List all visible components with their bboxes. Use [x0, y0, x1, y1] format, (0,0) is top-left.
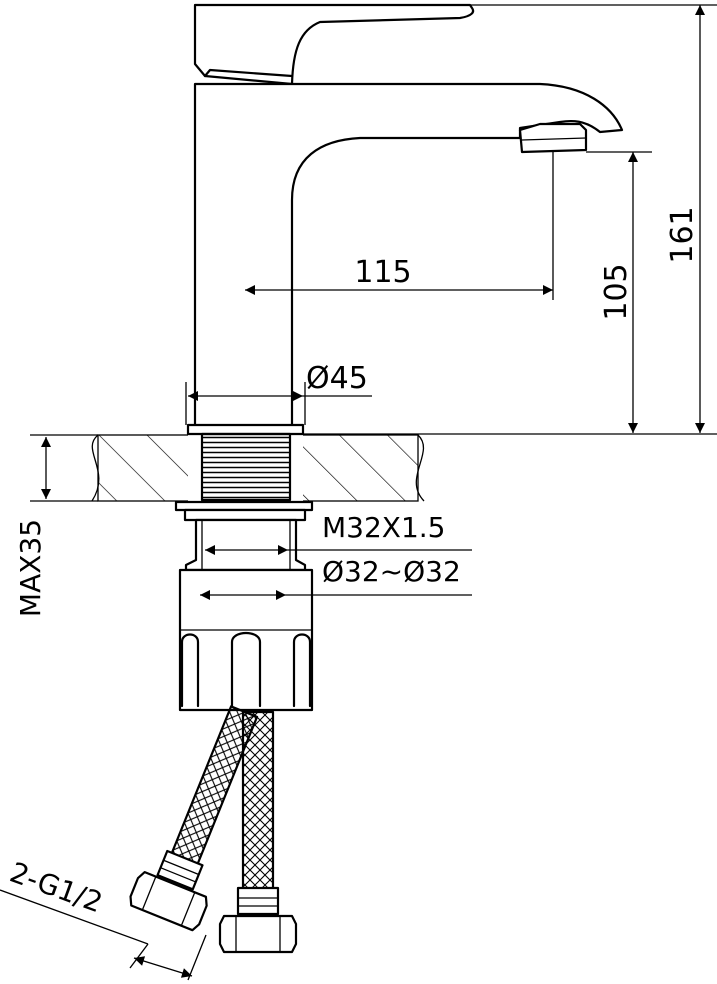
- dim-outlet-height: 105: [586, 151, 652, 433]
- dim-thread: M32X1.5: [205, 511, 472, 555]
- flexible-hoses: [129, 705, 298, 954]
- base-flange: [186, 423, 305, 436]
- dim-label-hole: Ø32~Ø32: [322, 555, 461, 588]
- mounting-nut: [178, 568, 314, 712]
- handle-lever: [193, 3, 475, 86]
- aerator: [518, 122, 588, 154]
- dim-max-countertop: MAX35: [14, 434, 98, 617]
- dim-total-height: 161: [303, 4, 717, 435]
- dim-label-max35: MAX35: [14, 519, 47, 617]
- dim-label-115: 115: [354, 255, 411, 290]
- dim-label-d45: Ø45: [306, 361, 368, 396]
- dim-hole-diameter: Ø32~Ø32: [200, 555, 472, 600]
- dim-spout-reach: 115: [245, 150, 554, 300]
- dim-label-105: 105: [599, 263, 634, 320]
- dim-label-thread: M32X1.5: [322, 511, 446, 544]
- dim-label-connection: 2-G1/2: [6, 856, 107, 920]
- dim-label-161: 161: [665, 206, 700, 263]
- faucet-body: [186, 3, 624, 436]
- dim-base-diameter: Ø45: [185, 361, 372, 425]
